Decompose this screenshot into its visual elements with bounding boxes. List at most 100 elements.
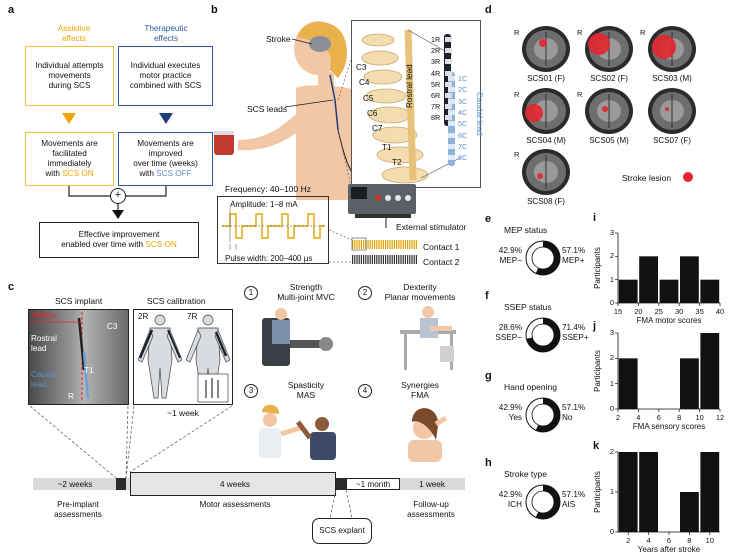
lesion-mark: [665, 107, 669, 111]
xray-caudal-label: Caudal lead: [31, 370, 57, 389]
donut-left-label: ICH: [507, 500, 522, 509]
pulse-mark: [387, 255, 389, 264]
caudal-contact: [448, 121, 455, 127]
assessment-title: Dexterity: [403, 282, 437, 292]
pulse-mark: [407, 255, 409, 264]
vert-c3: C3: [356, 63, 367, 72]
motor-practice-box: Individual executes motor practice combi…: [118, 46, 213, 106]
rostral-contact: [445, 93, 452, 98]
donut-left-label: Yes: [508, 413, 522, 422]
y-tick-label: 2: [609, 447, 614, 456]
timeline-month-block: [346, 478, 400, 490]
effective-improvement-text: Effective improvement enabled over time …: [61, 230, 177, 249]
donut-left-pct: 42.9%: [498, 490, 522, 499]
attempt-movements-box: Individual attempts movements during SCS: [25, 46, 114, 106]
lesion-mark: [525, 104, 543, 122]
histogram-bar: [680, 492, 699, 532]
pulse-width-label: Pulse width: 200–400 µs: [225, 254, 313, 263]
panel-label-i: i: [593, 212, 597, 224]
attempt-movements-text: Individual attempts movements during SCS: [35, 61, 104, 90]
pulse-mark: [369, 255, 371, 264]
hemisphere-label: R: [514, 28, 520, 37]
brain-mri-slice: [522, 149, 570, 195]
rostral-contact-label: 3R: [431, 57, 441, 67]
pre-implant-label: Pre-implant assessments: [54, 500, 102, 519]
donut-right-label: No: [562, 413, 573, 422]
timeline-2weeks: ~2 weeks: [57, 480, 93, 489]
donut-left-pct: 42.9%: [498, 403, 522, 412]
pulse-mark: [378, 255, 380, 264]
donut-slice-right: [535, 398, 560, 432]
donut-right-pct: 57.1%: [562, 246, 586, 255]
x-tick-label: 8: [677, 413, 682, 422]
x-tick-label: 30: [675, 307, 684, 316]
pulse-mark: [400, 240, 402, 249]
caudal-contact-label: 4C: [458, 107, 468, 117]
brain-subject-label: SCS04 (M): [526, 136, 566, 145]
xray-rostral-label: Rostral lead: [31, 334, 57, 353]
x-tick-label: 4: [636, 413, 641, 422]
pulse-mark: [393, 255, 395, 264]
pulse-mark: [374, 240, 376, 249]
caudal-contact-label: 8C: [458, 153, 468, 163]
donut-left-pct: 42.9%: [498, 246, 522, 255]
vert-c6: C6: [367, 109, 378, 118]
panel-label-b: b: [211, 4, 218, 16]
contact1-label: Contact 1: [423, 242, 460, 252]
scs-leads-label: SCS leads: [247, 104, 288, 114]
rostral-lead-contacts: [430, 34, 452, 126]
x-tick-label: 2: [626, 536, 631, 545]
pulse-mark: [393, 240, 395, 249]
histogram-bar: [680, 358, 699, 409]
pulse-mark: [391, 240, 393, 249]
pulse-mark: [404, 255, 406, 264]
pulse-mark: [385, 255, 387, 264]
x-tick-label: 10: [695, 413, 704, 422]
calibration-2r-label: 2R: [138, 312, 149, 321]
assessment-title: Spasticity: [287, 380, 325, 390]
pulse-mark: [387, 240, 389, 249]
pulse-mark: [367, 255, 369, 264]
pulse-mark: [407, 240, 409, 249]
donut-right-pct: 71.4%: [562, 323, 586, 332]
facilitated-text: Movements are facilitated immediately wi…: [41, 139, 98, 178]
scs-explant-box: SCS explant: [312, 518, 372, 544]
brain-subject-label: SCS03 (M): [652, 74, 692, 83]
pulse-mark: [409, 255, 411, 264]
motor-assessments-label: Motor assessments: [199, 500, 271, 509]
assessment-subtitle: Multi-joint MVC: [277, 292, 335, 302]
x-axis-label: FMA motor scores: [636, 316, 702, 325]
contact2-label: Contact 2: [423, 257, 460, 267]
brain-mri-slice: [648, 26, 696, 72]
assessment-subtitle: MAS: [296, 390, 316, 400]
histogram-bar: [639, 256, 658, 303]
y-tick-label: 1: [609, 487, 614, 496]
histogram-bar: [618, 452, 638, 532]
rostral-contact-label: 7R: [431, 102, 441, 112]
caudal-contact: [448, 87, 455, 93]
donut-left-pct: 28.6%: [498, 323, 522, 332]
x-tick-label: 25: [654, 307, 663, 316]
brain-mri-slice: [585, 88, 633, 134]
pulse-mark: [400, 255, 402, 264]
xray-midline-label: Midline: [31, 311, 57, 320]
panel-label-k: k: [593, 440, 600, 452]
pulse-mark: [367, 240, 369, 249]
improved-box: Movements are improved over time (weeks)…: [118, 132, 213, 186]
caudal-contact: [448, 155, 455, 161]
lesion-mark: [652, 35, 676, 59]
brain-subject-label: SCS02 (F): [590, 74, 628, 83]
hemisphere-label: R: [640, 28, 646, 37]
caudal-contact-label: 2C: [458, 85, 468, 95]
pulse-mark: [415, 255, 417, 264]
brain-mri-slice: [648, 88, 696, 134]
assessment-title: Synergies: [401, 380, 439, 390]
y-tick-label: 0: [609, 298, 614, 307]
assessment-subtitle: FMA: [411, 390, 429, 400]
x-tick-label: 40: [715, 307, 725, 316]
